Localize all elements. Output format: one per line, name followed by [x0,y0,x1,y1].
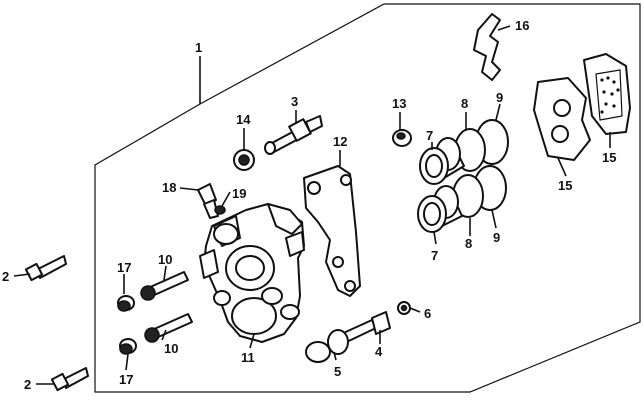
label-part-11: 11 [241,350,255,365]
label-part-15-inner: 15 [602,150,616,165]
label-part-9-upper: 9 [496,90,503,105]
label-part-7-lower: 7 [431,248,438,263]
part-13-bleeder-cap [392,129,412,147]
label-part-17-upper: 17 [117,260,131,275]
label-part-9-lower: 9 [493,230,500,245]
label-part-1: 1 [195,40,202,55]
callout-labels: 1 2 2 3 4 5 6 7 7 8 8 9 9 10 10 11 12 13… [2,18,616,392]
label-part-8-lower: 8 [465,236,472,251]
label-part-18: 18 [162,180,176,195]
part-15-brake-pad-outer [533,77,591,161]
label-part-5: 5 [334,364,341,379]
label-part-10-lower: 10 [164,341,178,356]
part-10-slide-pin-upper [140,271,189,301]
part-10-slide-pin-lower [144,313,193,343]
part-14-nut [233,149,255,171]
part-18-bleeder-valve [197,183,219,219]
part-16-pad-pin-clip [473,13,501,81]
part-17-boot-upper [117,295,135,312]
label-part-4: 4 [375,344,383,359]
label-part-13: 13 [392,96,406,111]
part-7-piston-upper [419,137,465,185]
label-part-3: 3 [291,94,298,109]
label-part-10-upper: 10 [158,252,172,267]
label-part-2-upper: 2 [2,269,9,284]
part-2-bolt-lower [50,367,89,392]
part-6-washer [397,301,411,315]
part-5-pin-bolt [305,319,377,363]
label-part-17-lower: 17 [119,372,133,387]
part-11-caliper-body [199,203,305,343]
label-part-16: 16 [515,18,529,33]
part-17-boot-lower [119,338,137,355]
part-15-brake-pad-inner [583,53,631,135]
part-19-bleeder-cap [214,205,226,215]
label-part-7-upper: 7 [426,128,433,143]
label-part-15-outer: 15 [558,178,572,193]
part-12-caliper-bracket [303,165,361,297]
part-7-piston-lower [417,185,463,233]
label-part-14: 14 [236,112,251,127]
part-3-pin-bolt [264,115,323,155]
label-part-6: 6 [424,306,431,321]
part-4-bushing [371,311,391,335]
part-2-bolt-upper [24,255,67,282]
assembly-frame [94,3,641,393]
label-part-12: 12 [333,134,347,149]
leader-lines [13,25,611,385]
label-part-8-upper: 8 [461,96,468,111]
label-part-2-lower: 2 [24,377,31,392]
label-part-19: 19 [232,186,246,201]
